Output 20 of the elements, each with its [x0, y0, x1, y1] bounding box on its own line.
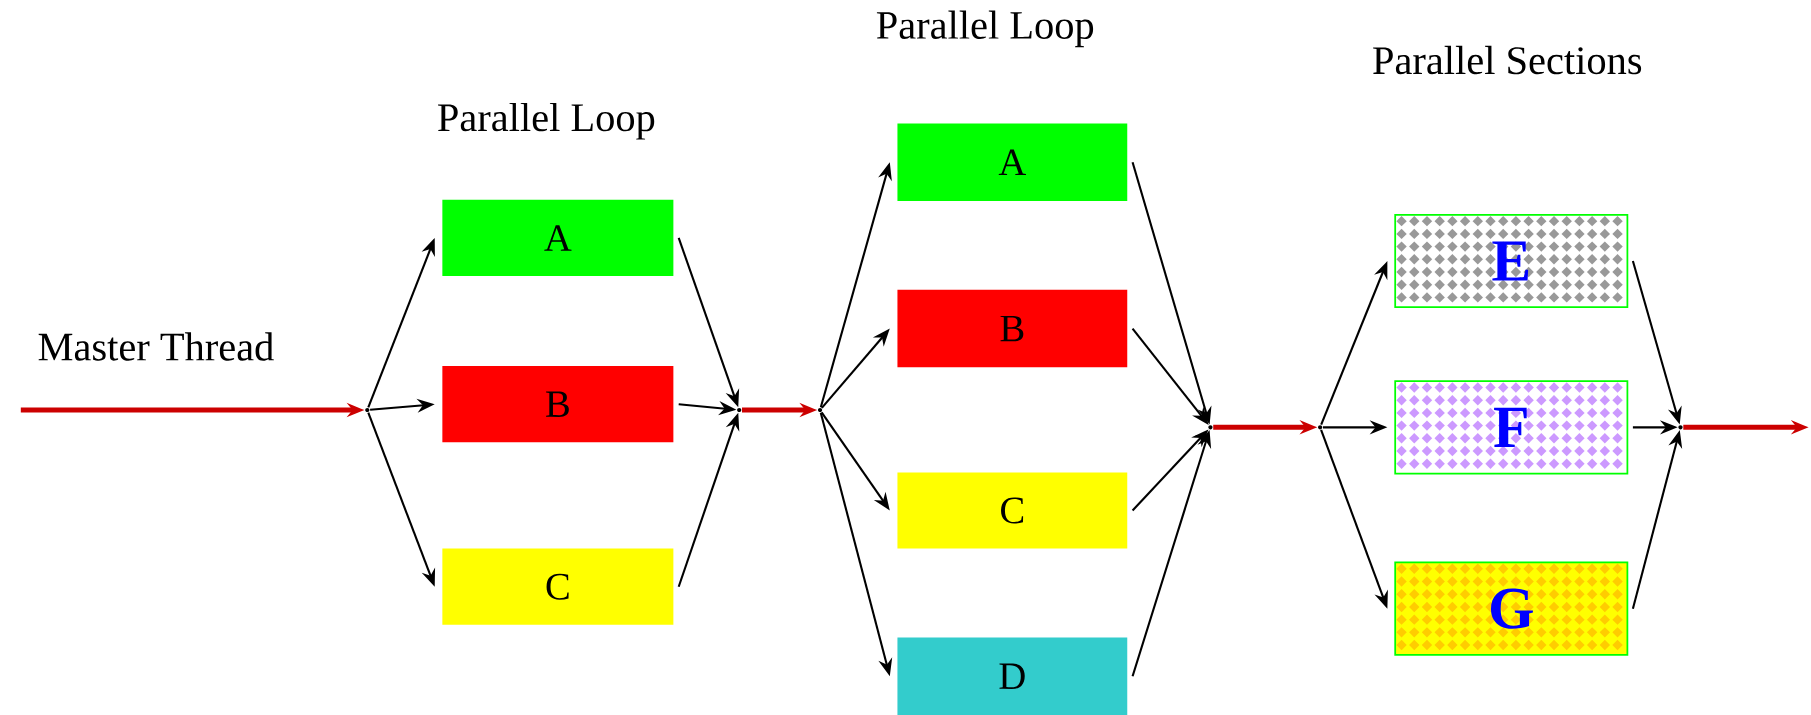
junction-point	[1318, 425, 1323, 430]
section-title: Parallel Loop	[438, 102, 655, 140]
thread-label: Master Thread	[38, 332, 274, 361]
task-box: D	[897, 637, 1128, 715]
task-box: A	[897, 123, 1128, 201]
junction-point	[817, 407, 823, 413]
junction-point	[1678, 425, 1683, 430]
task-box: B	[442, 366, 674, 443]
junction-point	[737, 407, 742, 413]
section-title: Parallel Loop	[876, 10, 1094, 48]
section-title: Parallel Sections	[1373, 45, 1642, 75]
task-box: F	[1394, 380, 1629, 475]
task-box: C	[442, 548, 674, 625]
task-box: E	[1394, 213, 1629, 309]
junction-point	[365, 407, 370, 413]
task-box: C	[897, 472, 1128, 549]
task-box: G	[1394, 561, 1629, 656]
task-box: B	[897, 289, 1128, 368]
task-box: A	[442, 199, 674, 277]
junction-point	[1208, 425, 1213, 430]
